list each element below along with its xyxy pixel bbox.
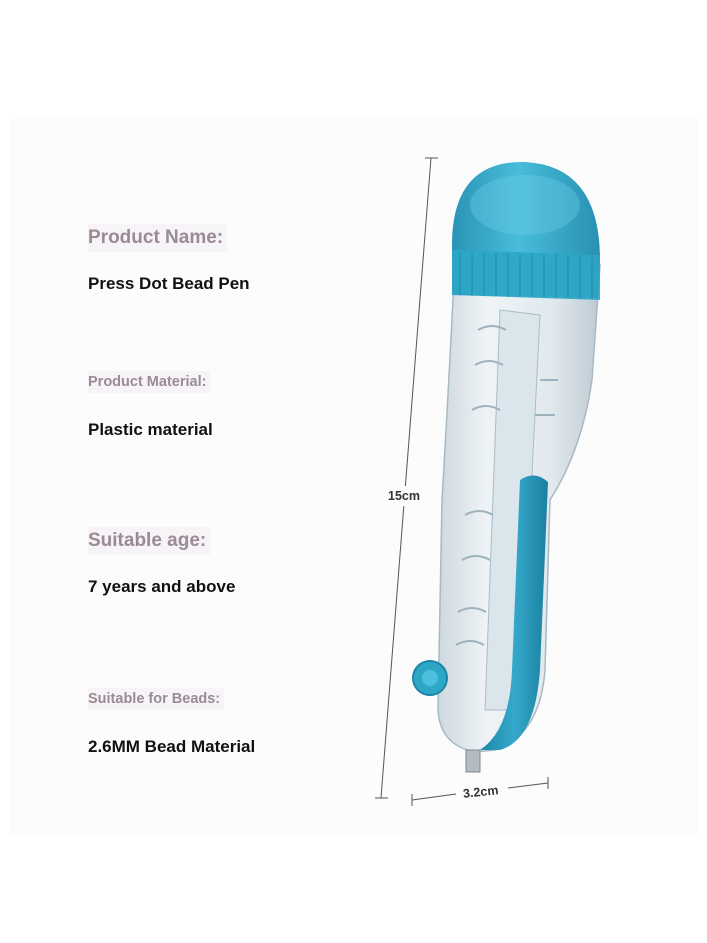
product-name-label: Product Name: — [88, 224, 228, 252]
pen-cap-ring — [452, 250, 600, 300]
product-material-label: Product Material: — [88, 371, 211, 393]
bead-pen-illustration — [412, 161, 601, 773]
product-name-value: Press Dot Bead Pen — [88, 274, 250, 293]
bead-markers — [455, 325, 558, 646]
cap-ring-ridges — [459, 252, 593, 299]
height-dimension-line — [380, 157, 432, 799]
suitable-age-label: Suitable age: — [88, 527, 211, 555]
pen-tip — [465, 749, 481, 773]
product-material-value: Plastic material — [88, 420, 213, 439]
pen-side-button-center — [422, 670, 438, 686]
height-dimension-label: 15cm — [388, 489, 420, 503]
suitable-age-value: 7 years and above — [88, 577, 236, 596]
width-dimension-line-left — [411, 793, 457, 801]
cap-highlight — [470, 175, 580, 235]
suitable-beads-value: 2.6MM Bead Material — [88, 737, 256, 756]
suitable-beads-label: Suitable for Beads: — [88, 688, 225, 710]
height-label-bg — [386, 486, 422, 506]
width-dimension-line-right — [507, 782, 549, 789]
pen-side-strip — [480, 475, 548, 750]
